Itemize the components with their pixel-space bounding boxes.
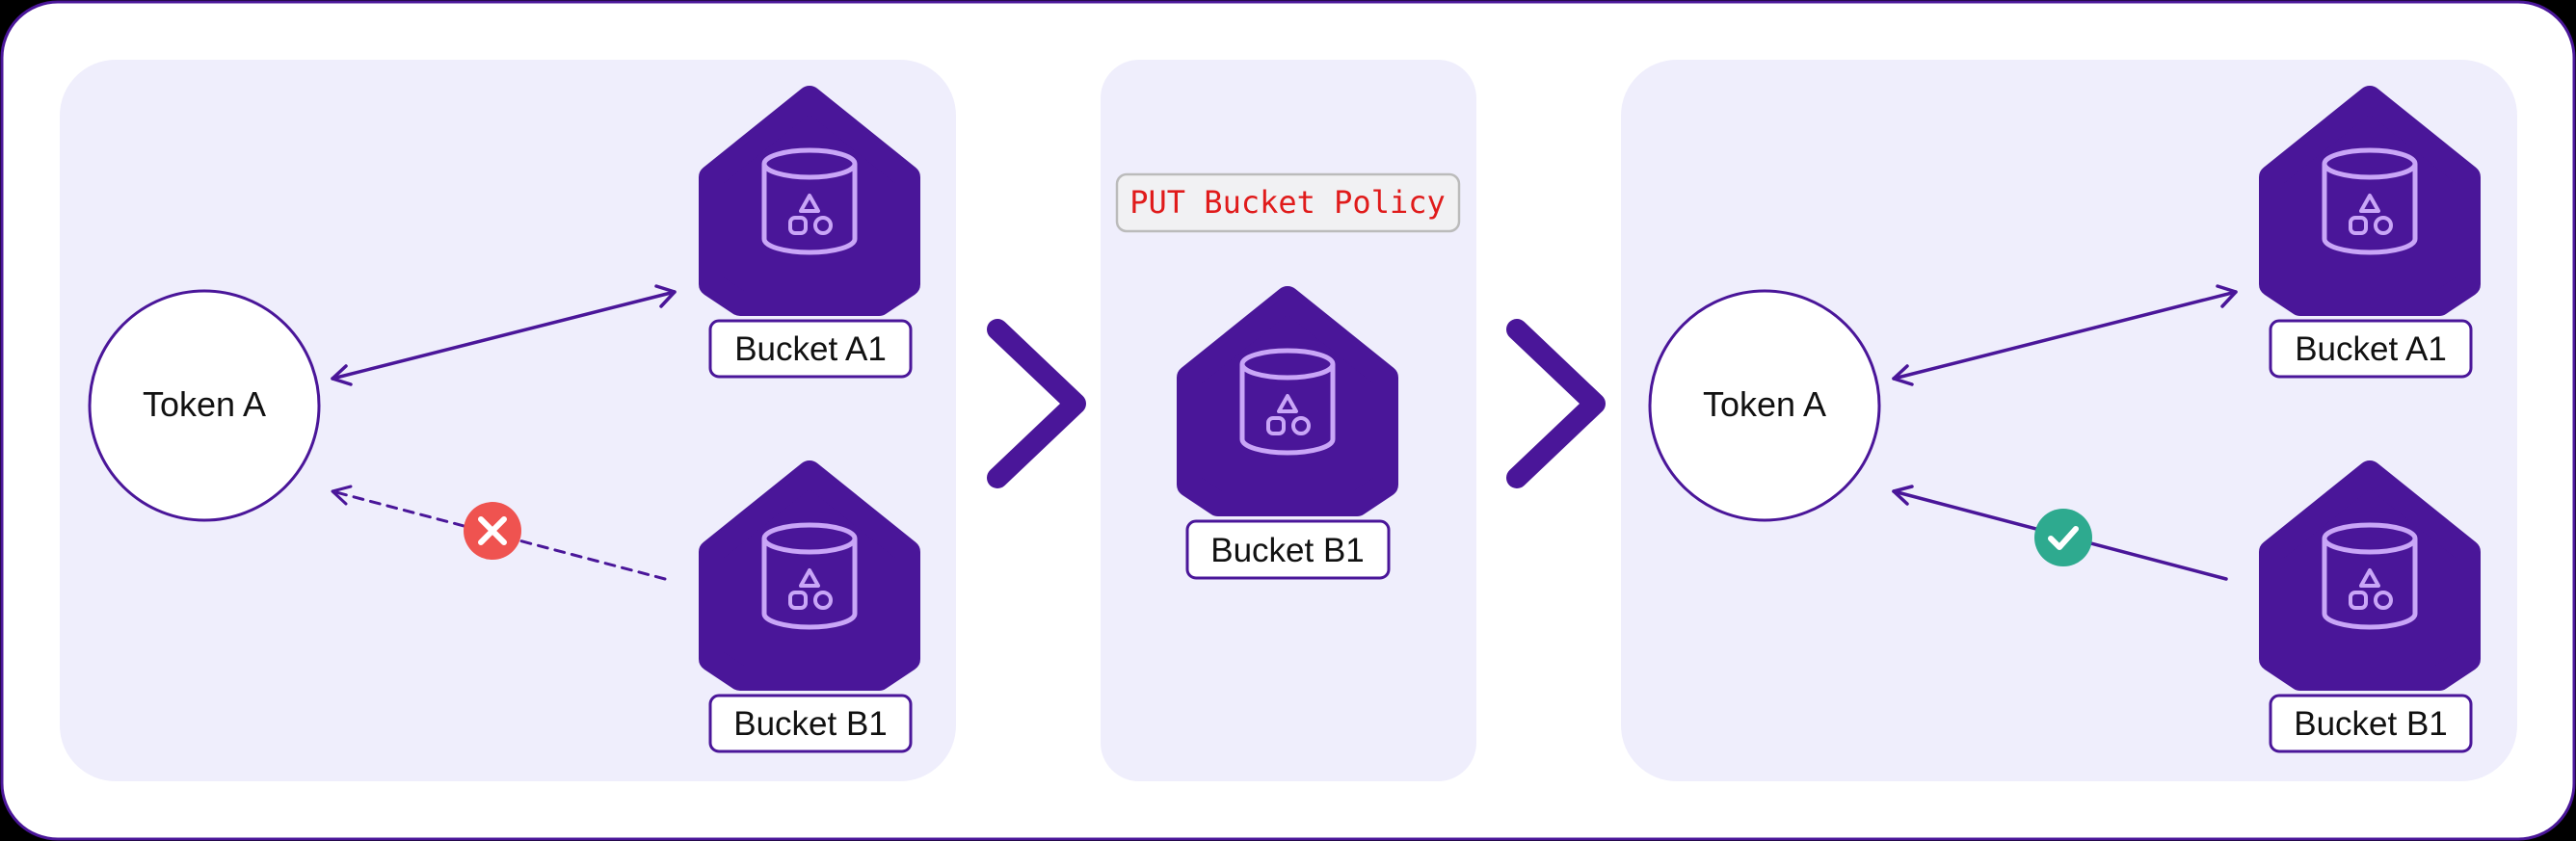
code-label-box <box>1115 172 1461 233</box>
token-a-node: Token A <box>1648 289 1881 522</box>
put-bucket-policy-label: PUT Bucket Policy <box>1129 184 1446 221</box>
bucket-b1-label: Bucket B1 <box>733 705 888 743</box>
token-a-label: Token A <box>143 384 266 424</box>
check-circle-icon <box>2034 509 2092 566</box>
bucket-b1-label: Bucket B1 <box>2294 705 2448 743</box>
token-a-node: Token A <box>88 289 321 522</box>
action-bucket-label: Bucket B1 <box>1210 532 1365 569</box>
bucket-a1-label-box <box>708 319 913 379</box>
bucket-b1-label-box <box>2269 694 2473 753</box>
denied-arrow-token-to-bucket-b1 <box>331 485 667 581</box>
bucket-a1-label: Bucket A1 <box>2295 330 2447 368</box>
bucket-a1-label: Bucket A1 <box>734 330 887 368</box>
arrow-token-to-bucket-a1 <box>1892 284 2238 386</box>
arrow-token-to-bucket-a1 <box>331 284 677 386</box>
bucket-b1-label-box <box>708 694 913 753</box>
action-panel: PUT Bucket Policy Bucket B1 <box>1101 60 1476 781</box>
token-a-label: Token A <box>1703 384 1826 424</box>
bucket-a1-label-box <box>2269 319 2473 379</box>
x-circle-icon <box>464 502 521 560</box>
action-bucket-label-box <box>1185 519 1391 580</box>
after-panel: Token A Bucket A1 Bucket B1 <box>1621 60 2517 781</box>
before-panel: Token A Bucket A1 Bucket B1 <box>60 60 956 781</box>
